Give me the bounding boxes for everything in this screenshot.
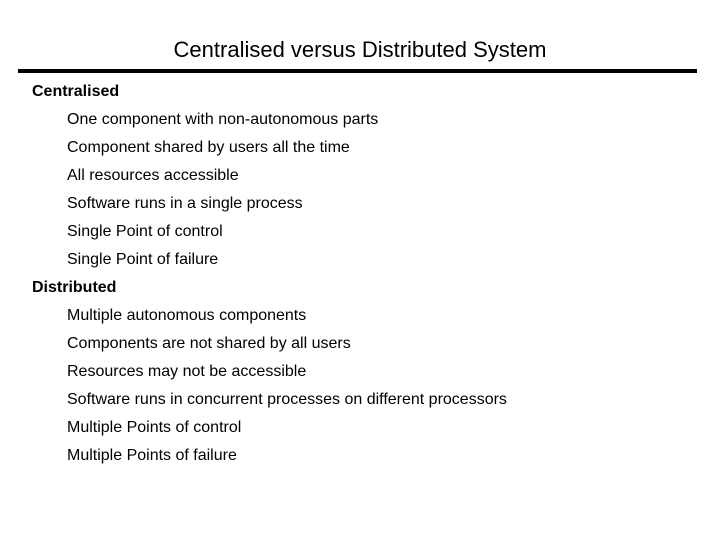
list-item: All resources accessible	[67, 167, 239, 184]
section-heading-centralised: Centralised	[32, 83, 120, 100]
list-item: Multiple Points of control	[67, 419, 242, 436]
slide-title: Centralised versus Distributed System	[173, 37, 547, 62]
list-item: One component with non-autonomous parts	[67, 111, 379, 128]
list-item: Single Point of control	[67, 223, 223, 240]
list-item: Multiple autonomous components	[67, 307, 307, 324]
list-item: Components are not shared by all users	[67, 335, 351, 352]
list-item: Multiple Points of failure	[67, 447, 237, 464]
list-item: Component shared by users all the time	[67, 139, 350, 156]
list-item: Single Point of failure	[67, 251, 219, 268]
title-underline	[18, 69, 697, 73]
list-item: Software runs in concurrent processes on…	[67, 391, 507, 408]
list-item: Software runs in a single process	[67, 195, 303, 212]
slide-body: Centralised One component with non-auton…	[0, 78, 720, 470]
list-item: Resources may not be accessible	[67, 363, 307, 380]
section-heading-distributed: Distributed	[32, 279, 117, 296]
